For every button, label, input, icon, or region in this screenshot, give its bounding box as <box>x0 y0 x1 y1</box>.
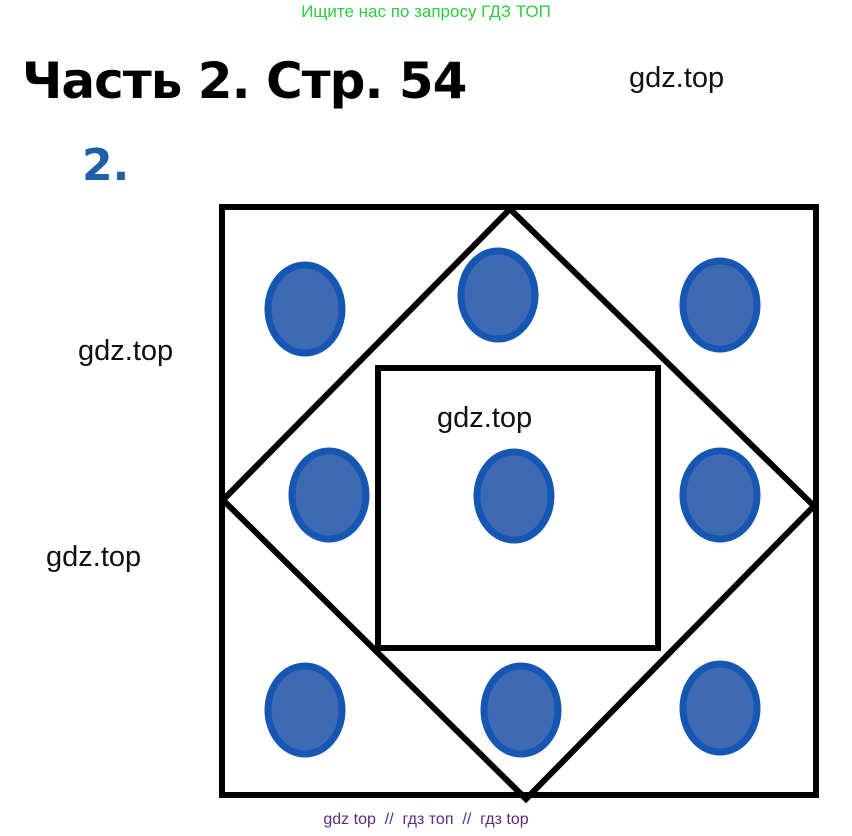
task-number: 2. <box>82 140 130 191</box>
circle-bottom-right <box>679 660 761 756</box>
circle-middle-center <box>473 448 555 544</box>
inner-square <box>375 365 661 651</box>
circle-bottom-left <box>264 662 346 758</box>
circle-top-left <box>264 261 346 357</box>
watermark-text: gdz.top <box>46 541 142 573</box>
circle-top-right <box>679 257 761 353</box>
footer-links: gdz top // гдз топ // гдз top <box>323 811 529 828</box>
circle-middle-left <box>288 447 370 543</box>
page-title: Часть 2. Стр. 54 <box>22 52 467 110</box>
top-banner: Ищите нас по запросу ГДЗ ТОП <box>301 2 551 21</box>
circle-top-center <box>457 247 539 343</box>
watermark-text: gdz.top <box>629 62 725 94</box>
watermark-text: gdz.top <box>78 335 174 367</box>
circle-bottom-center <box>480 662 562 758</box>
diamond <box>218 204 819 804</box>
watermark-text: gdz.top <box>437 402 533 434</box>
circle-middle-right <box>679 447 761 543</box>
